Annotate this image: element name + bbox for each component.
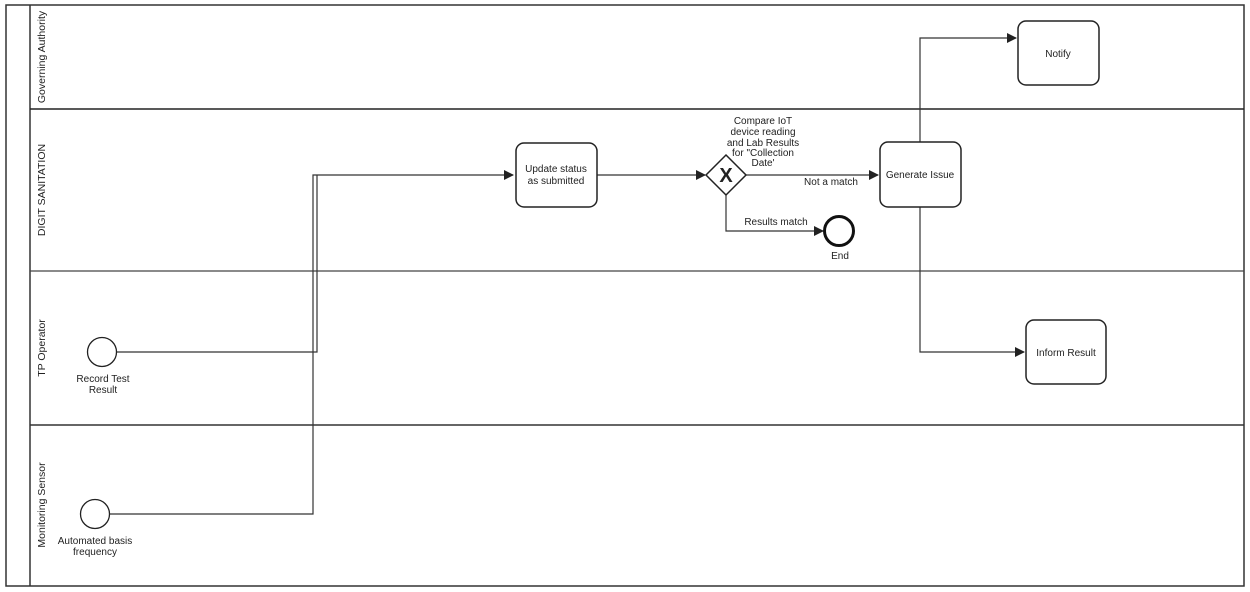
exclusive-gateway[interactable]: X Compare IoT device reading and Lab Res… — [704, 116, 799, 197]
gateway-label: Date' — [751, 158, 774, 169]
lane-label: DIGIT SANITATION — [36, 144, 48, 236]
flow-automated-to-update[interactable] — [110, 170, 514, 515]
start-event-record-test-result[interactable]: Record Test Result — [76, 336, 130, 397]
event-label: Automated basis — [58, 536, 133, 547]
flow-issue-to-inform[interactable] — [919, 207, 1025, 357]
lane-digit-sanitation[interactable]: DIGIT SANITATION — [36, 144, 48, 236]
event-label: frequency — [73, 547, 117, 558]
event-label: Record Test — [76, 374, 129, 385]
gateway-label: for "Collection — [732, 148, 794, 159]
flow-record-to-update[interactable] — [117, 175, 318, 353]
task-box — [515, 142, 598, 208]
task-label: Inform Result — [1036, 348, 1096, 359]
start-event-automated-basis-frequency[interactable]: Automated basis frequency — [58, 498, 133, 559]
lane-monitoring-sensor[interactable]: Monitoring Sensor — [36, 462, 48, 548]
end-event-circle — [823, 215, 855, 247]
task-box — [1017, 20, 1100, 86]
start-event-circle — [79, 498, 111, 530]
lane-label: TP Operator — [36, 319, 48, 377]
lane-governing-authority[interactable]: Governing Authority — [36, 10, 48, 103]
task-update-status[interactable]: Update status as submitted — [515, 142, 598, 208]
task-label: Notify — [1045, 49, 1071, 60]
task-inform-result[interactable]: Inform Result — [1025, 319, 1107, 385]
task-generate-issue[interactable]: Generate Issue — [879, 141, 962, 208]
task-label: Generate Issue — [886, 170, 955, 181]
end-event[interactable]: End — [823, 215, 855, 263]
pool — [5, 4, 1245, 587]
gateway-label: device reading — [730, 127, 795, 138]
event-label: End — [831, 251, 849, 262]
event-label: Result — [89, 385, 118, 396]
start-event-circle — [86, 336, 118, 368]
task-box — [879, 141, 962, 208]
flow-label-results-match: Results match — [744, 217, 807, 228]
gateway-x-icon: X — [719, 165, 733, 187]
flow-results-match[interactable] — [725, 195, 824, 236]
task-label: Update status — [525, 164, 587, 175]
lane-label: Monitoring Sensor — [36, 462, 48, 548]
flow-label-not-a-match: Not a match — [804, 177, 858, 188]
lane-tp-operator[interactable]: TP Operator — [36, 319, 48, 377]
task-label: as submitted — [528, 176, 585, 187]
task-box — [1025, 319, 1107, 385]
task-notify[interactable]: Notify — [1017, 20, 1100, 86]
lane-label: Governing Authority — [36, 10, 48, 103]
gateway-diamond — [704, 153, 748, 197]
gateway-label: Compare IoT — [734, 116, 792, 127]
flow-issue-to-notify[interactable] — [919, 33, 1017, 142]
gateway-label: and Lab Results — [727, 138, 799, 149]
